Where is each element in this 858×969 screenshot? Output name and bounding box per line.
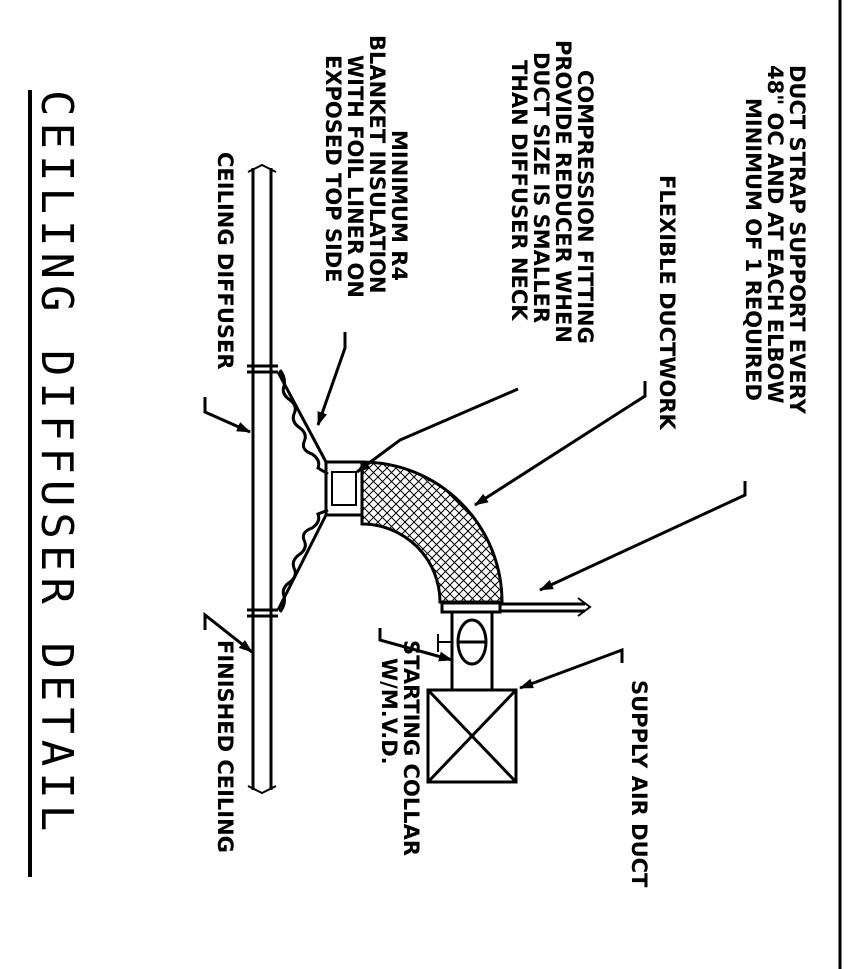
duct-strap-line-2: 48" OC AND AT EACH ELBOW bbox=[763, 65, 787, 404]
supply-air-duct bbox=[426, 688, 518, 784]
supply-air-duct-label: SUPPLY AIR DUCT bbox=[627, 680, 651, 888]
duct-strap-label: DUCT STRAP SUPPORT EVERY 48" OC AND AT E… bbox=[741, 65, 809, 415]
ceiling-diffuser-line-1: CEILING DIFFUSER bbox=[213, 152, 237, 370]
insulation-line-2: BLANKET INSULATION bbox=[365, 35, 389, 294]
compression-fitting-line-4: THAN DIFFUSER NECK bbox=[507, 60, 531, 321]
flexible-ductwork-label: FLEXIBLE DUCTWORK bbox=[655, 175, 679, 431]
ceiling-diffuser-label: CEILING DIFFUSER bbox=[213, 152, 237, 370]
compression-fitting-line-1: COMPRESSION FITTING bbox=[573, 70, 597, 344]
compression-fitting-line-2: PROVIDE REDUCER WHEN bbox=[551, 40, 575, 343]
duct-strap-line-3: MINIMUM OF 1 REQUIRED bbox=[741, 98, 765, 401]
finished-ceiling-line-1: FINISHED CEILING bbox=[213, 640, 237, 853]
blanket-insulation bbox=[278, 369, 329, 613]
diagram-title: CEILING DIFFUSER DETAIL bbox=[31, 90, 82, 837]
starting-collar-line-2: W/M.V.D. bbox=[377, 658, 401, 765]
insulation-line-3: WITH FOIL LINER ON bbox=[343, 55, 367, 298]
leaders bbox=[203, 332, 747, 690]
starting-collar bbox=[437, 610, 500, 692]
duct-strap-line-1: DUCT STRAP SUPPORT EVERY bbox=[785, 65, 809, 415]
compression-fitting-label: COMPRESSION FITTING PROVIDE REDUCER WHEN… bbox=[507, 40, 597, 344]
starting-collar-label: STARTING COLLAR W/M.V.D. bbox=[377, 640, 423, 856]
flexible-duct bbox=[360, 460, 504, 604]
finished-ceiling bbox=[247, 163, 277, 795]
insulation-line-4: EXPOSED TOP SIDE bbox=[321, 55, 345, 283]
flexible-ductwork-line-1: FLEXIBLE DUCTWORK bbox=[655, 175, 679, 431]
insulation-label: MINIMUM R4 BLANKET INSULATION WITH FOIL … bbox=[321, 35, 411, 298]
finished-ceiling-label: FINISHED CEILING bbox=[213, 640, 237, 853]
compression-fitting-line-3: DUCT SIZE IS SMALLER bbox=[529, 52, 553, 323]
starting-collar-line-1: STARTING COLLAR bbox=[399, 640, 423, 856]
insulation-line-1: MINIMUM R4 bbox=[387, 130, 411, 281]
supply-air-duct-line-1: SUPPLY AIR DUCT bbox=[627, 680, 651, 888]
ceiling-diffuser bbox=[247, 364, 364, 618]
title-group: CEILING DIFFUSER DETAIL bbox=[31, 90, 82, 837]
